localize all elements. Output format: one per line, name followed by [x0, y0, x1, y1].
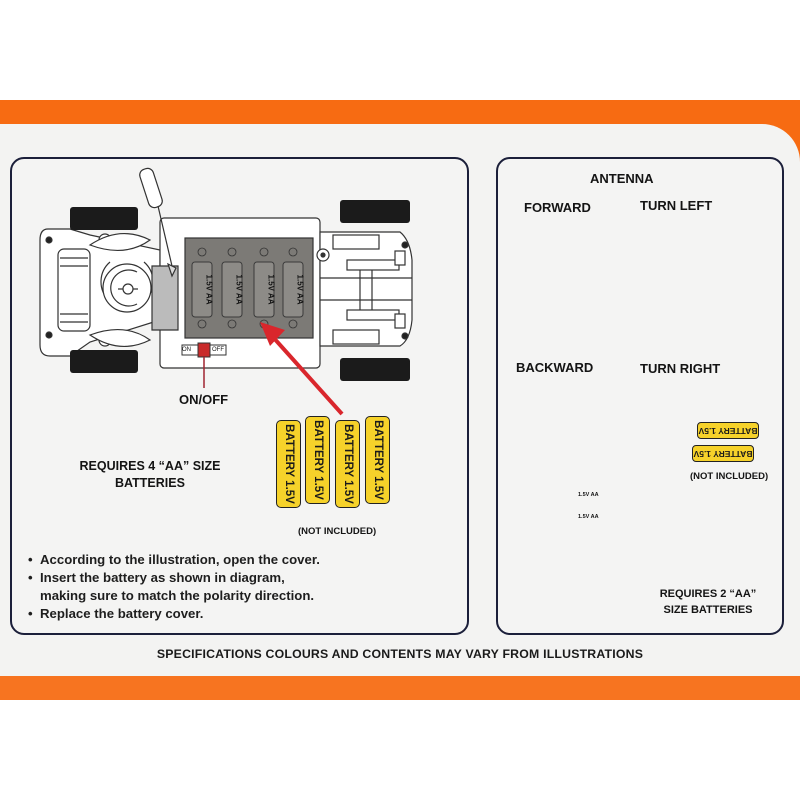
instruction-item: Replace the battery cover. — [28, 605, 320, 623]
aa-battery: BATTERY 1.5V — [365, 416, 390, 504]
switch-on-label: ON — [182, 347, 191, 353]
aa-battery: BATTERY 1.5V — [335, 420, 360, 508]
screwdriver-icon — [139, 167, 177, 278]
not-included-note: (NOT INCLUDED) — [298, 526, 377, 537]
not-included-note: (NOT INCLUDED) — [690, 471, 769, 482]
car-battery-compartment — [184, 237, 314, 339]
rear-bar-top — [332, 234, 380, 250]
forward-label: FORWARD — [524, 200, 591, 215]
car-cell-label: 1.5V AA — [204, 274, 214, 305]
aa-battery: BATTERY 1.5V — [692, 445, 754, 462]
transmitter-cell-label: 1.5V AA — [578, 492, 599, 498]
transmitter-cell-label: 1.5V AA — [578, 514, 599, 520]
front-left-wheel — [70, 207, 138, 230]
instruction-item: According to the illustration, open the … — [28, 551, 320, 569]
requirement-line: REQUIRES 4 “AA” SIZE — [79, 459, 221, 473]
aa-battery: BATTERY 1.5V — [305, 416, 330, 504]
switch-off-label: OFF — [212, 347, 224, 353]
requirement-line: SIZE BATTERIES — [663, 604, 753, 616]
front-right-wheel — [70, 350, 138, 373]
turn-right-label: TURN RIGHT — [640, 361, 721, 376]
car-cell-label: 1.5V AA — [234, 274, 244, 305]
disclaimer-footer: SPECIFICATIONS COLOURS AND CONTENTS MAY … — [156, 647, 644, 661]
car-cell-label: 1.5V AA — [295, 274, 305, 305]
red-arrow-icon — [260, 322, 344, 416]
antenna-label: ANTENNA — [590, 171, 654, 186]
aa-battery: BATTERY 1.5V — [697, 422, 759, 439]
requirement-line: BATTERIES — [115, 476, 185, 490]
car-cell-label: 1.5V AA — [266, 274, 276, 305]
car-battery-requirement: REQUIRES 4 “AA” SIZE BATTERIES — [62, 458, 238, 492]
rear-left-wheel — [340, 200, 410, 223]
rear-bar-bottom — [332, 329, 380, 345]
turn-left-label: TURN LEFT — [640, 198, 713, 213]
aa-battery: BATTERY 1.5V — [276, 420, 301, 508]
instruction-item-continuation: making sure to match the polarity direct… — [40, 588, 315, 603]
transmitter-battery-requirement: REQUIRES 2 “AA” SIZE BATTERIES — [652, 586, 764, 618]
front-axle-housing — [57, 248, 91, 332]
instruction-list: According to the illustration, open the … — [28, 551, 320, 623]
requirement-line: REQUIRES 2 “AA” — [659, 588, 757, 600]
power-switch — [181, 342, 227, 388]
on-off-caption: ON/OFF — [179, 392, 229, 407]
rear-right-wheel — [340, 358, 410, 381]
instruction-item: Insert the battery as shown in diagram, — [28, 569, 320, 587]
backward-label: BACKWARD — [516, 360, 594, 375]
transmitter-panel — [496, 157, 784, 635]
